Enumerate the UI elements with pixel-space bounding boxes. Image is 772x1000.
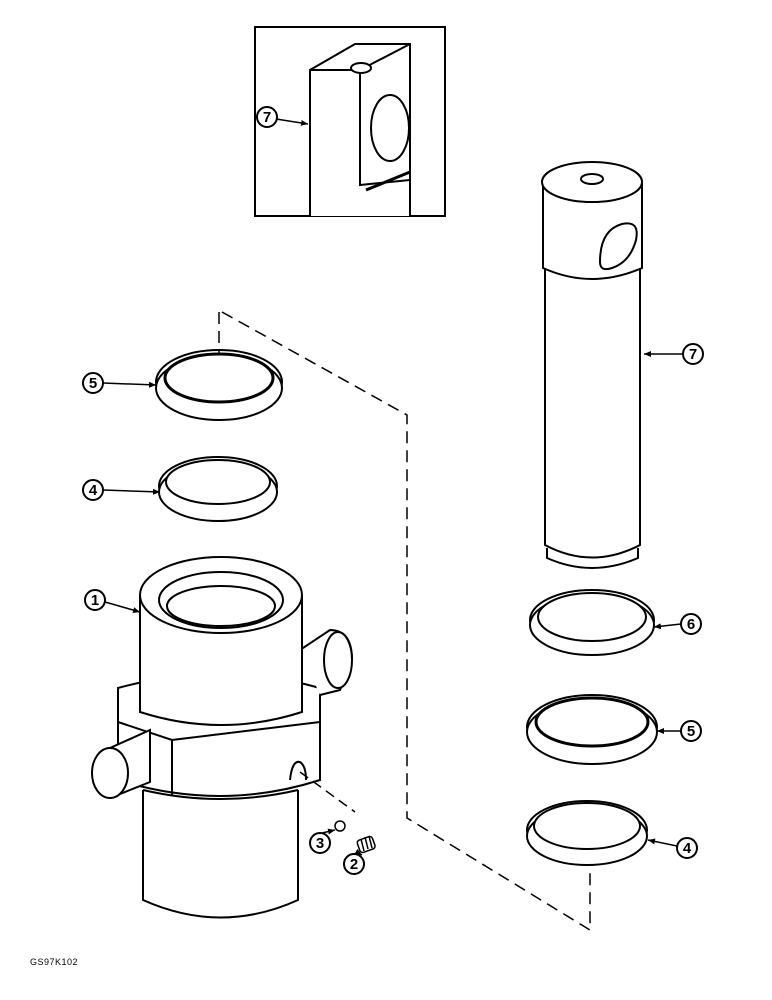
ring-4-right <box>526 800 648 866</box>
callout-seal-5-left: 5 <box>82 372 104 394</box>
svg-text:3: 3 <box>316 835 324 852</box>
svg-text:1: 1 <box>91 592 99 609</box>
svg-text:4: 4 <box>89 482 98 499</box>
seal-5-right <box>526 694 658 765</box>
callout-leaders <box>102 118 683 856</box>
cylinder-body <box>91 556 354 919</box>
callout-ring-4-right: 4 <box>676 837 698 859</box>
rod-barrel <box>544 265 641 559</box>
rod-assembly <box>541 161 643 569</box>
alignment-dashed-line <box>218 311 591 932</box>
callout-ring-4-left: 4 <box>82 479 104 501</box>
ball-3 <box>334 820 346 832</box>
svg-text:7: 7 <box>263 109 271 126</box>
svg-text:4: 4 <box>683 840 692 857</box>
svg-text:5: 5 <box>89 375 97 392</box>
seal-6-right <box>529 589 655 656</box>
callout-inset-rod: 7 <box>256 106 278 128</box>
callout-seal-5-right: 5 <box>680 720 702 742</box>
plug-2 <box>356 835 376 854</box>
callout-seal-6-right: 6 <box>680 613 702 635</box>
ring-4-left <box>158 456 278 522</box>
inset-rod-end <box>309 43 411 216</box>
svg-text:2: 2 <box>350 856 358 873</box>
svg-text:6: 6 <box>687 616 695 633</box>
callout-body: 1 <box>84 589 106 611</box>
seal-5-left <box>155 349 283 421</box>
inset-detail <box>254 26 446 217</box>
svg-text:7: 7 <box>689 346 697 363</box>
body-lower-tube <box>142 790 299 919</box>
callout-ball: 3 <box>309 832 331 854</box>
figure-code: GS97K102 <box>30 957 79 967</box>
callout-plug: 2 <box>343 853 365 875</box>
rod-cross-hole <box>598 222 638 271</box>
callout-rod: 7 <box>682 343 704 365</box>
svg-text:5: 5 <box>687 723 695 740</box>
